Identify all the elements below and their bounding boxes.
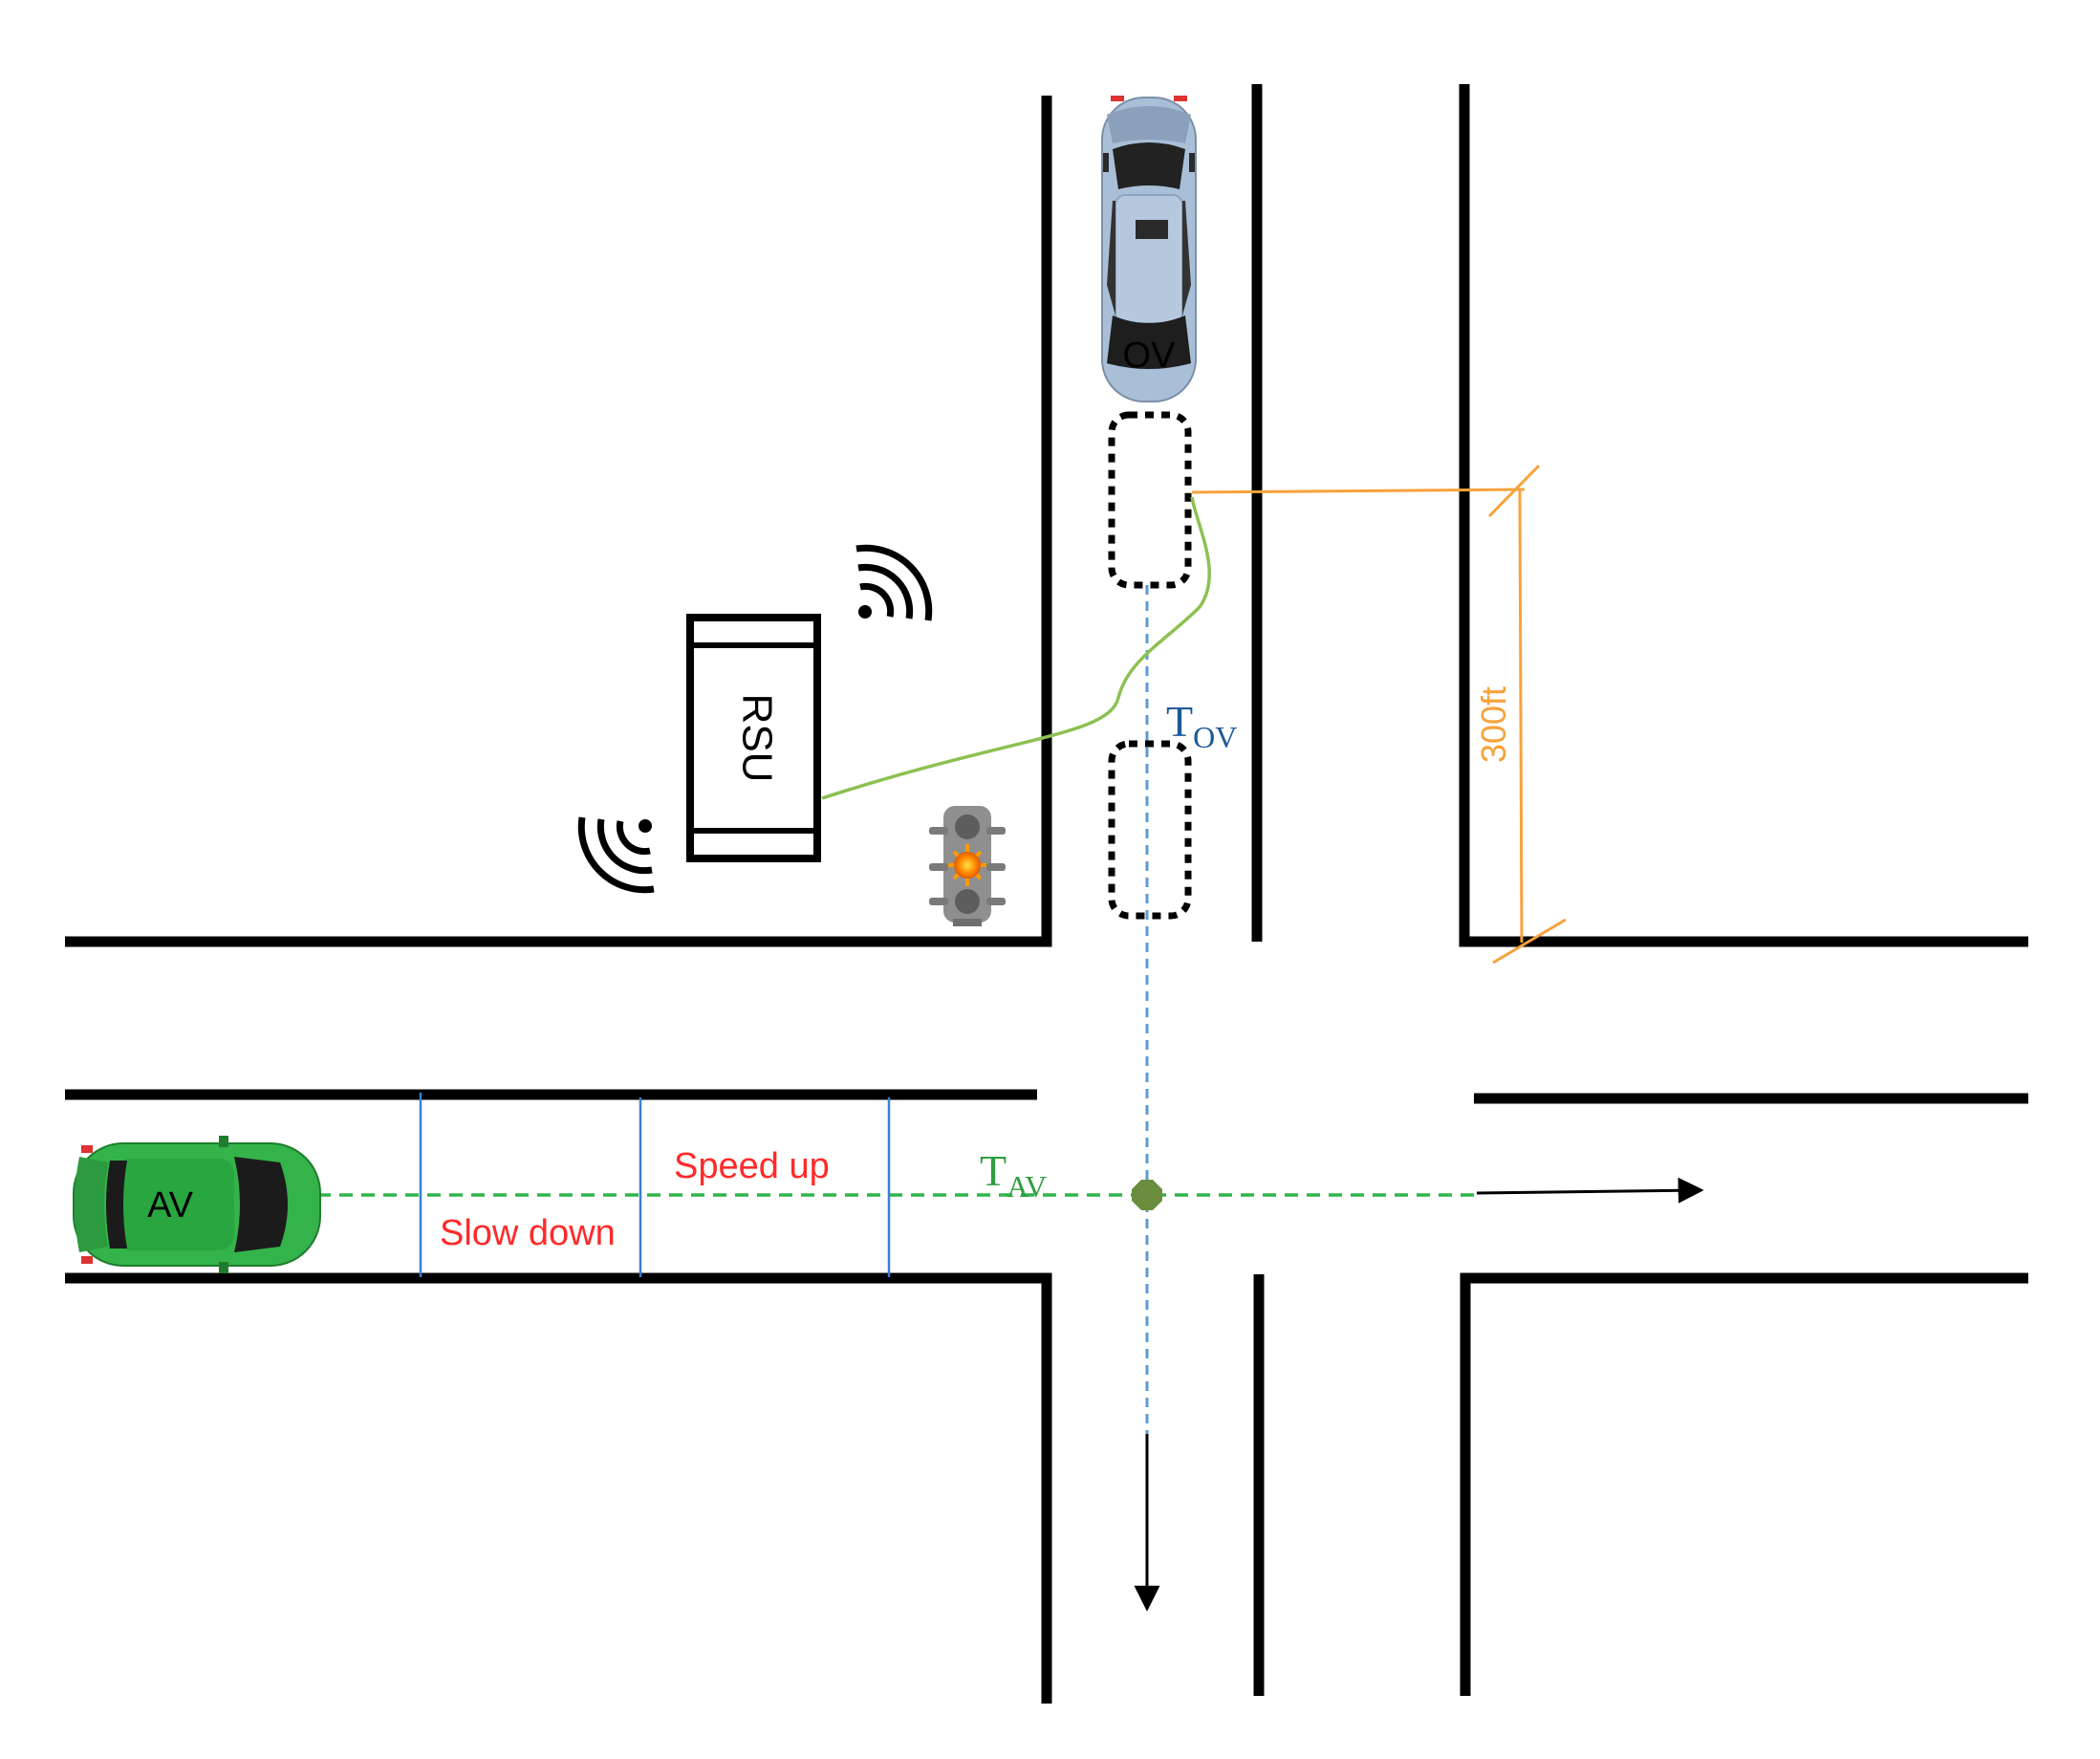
rsu-unit	[686, 614, 821, 862]
dimension-vertical	[1518, 489, 1524, 944]
av-car	[73, 1136, 321, 1273]
conflict-point	[1132, 1180, 1162, 1210]
av-direction-arrow	[1476, 1177, 1704, 1204]
road-edge-nw-corner	[65, 96, 1052, 947]
dimension-bottom-tick	[1492, 918, 1567, 965]
traffic-light-icon	[929, 806, 1006, 926]
t-ov-main: T	[1166, 697, 1193, 746]
t-av-subscript: AV	[1007, 1169, 1047, 1204]
rsu-communication-link	[821, 496, 1211, 800]
distance-label: 300ft	[1474, 686, 1513, 763]
t-av-label: TAV	[980, 1146, 1047, 1204]
wireless-signal-icon	[577, 816, 655, 894]
ov-car	[1101, 96, 1197, 402]
road-edge-sw-corner	[65, 1272, 1052, 1704]
distance-dimension	[1191, 464, 1567, 965]
ov-future-position-2	[1108, 740, 1192, 920]
t-ov-subscript: OV	[1193, 720, 1237, 754]
zone-dividers	[419, 1093, 891, 1277]
t-av-main: T	[980, 1146, 1007, 1195]
road-edge-ne-corner	[1459, 84, 2028, 947]
slow-down-label: Slow down	[440, 1213, 616, 1253]
ov-label: OV	[1123, 336, 1177, 376]
av-label: AV	[147, 1185, 194, 1226]
road-edges	[65, 84, 2028, 1704]
speed-up-label: Speed up	[674, 1146, 830, 1186]
dimension-top-leader	[1191, 488, 1526, 494]
dimension-top-tick	[1487, 464, 1541, 518]
road-edge-se-corner	[1460, 1272, 2028, 1696]
rsu-label: RSU	[733, 694, 780, 783]
t-ov-label: TOV	[1166, 697, 1237, 754]
ov-future-position-1	[1108, 411, 1192, 589]
wireless-signal-icon	[855, 544, 933, 621]
